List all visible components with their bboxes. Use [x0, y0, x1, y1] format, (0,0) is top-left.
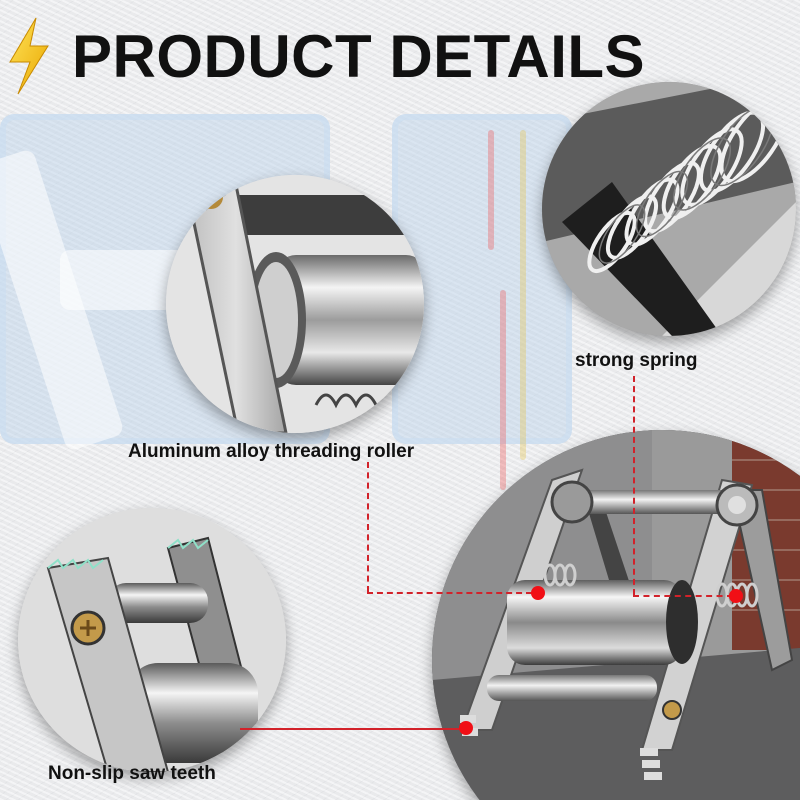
feature-label-spring: strong spring	[575, 350, 698, 371]
feature-label-roller: Aluminum alloy threading roller	[128, 441, 415, 462]
page-header: PRODUCT DETAILS	[4, 16, 645, 96]
connector-teeth-horizontal	[240, 728, 462, 730]
roller-marker-dot	[531, 586, 545, 600]
assembled-tool-image	[432, 430, 800, 800]
feature-label-teeth: Non-slip saw teeth	[48, 763, 216, 784]
background-wire-red-2	[500, 290, 506, 490]
saw-teeth-closeup-image	[18, 508, 286, 772]
teeth-marker-dot	[459, 721, 473, 735]
connector-spring-horizontal	[633, 595, 733, 597]
connector-roller-vertical	[367, 462, 369, 592]
spring-marker-dot	[729, 589, 743, 603]
page-title: PRODUCT DETAILS	[72, 22, 646, 90]
connector-spring-vertical	[633, 376, 635, 595]
connector-roller-horizontal	[367, 592, 532, 594]
spring-closeup-image	[542, 82, 796, 336]
roller-closeup-image	[166, 175, 424, 433]
lightning-bolt-icon	[9, 17, 49, 95]
background-wire-red	[488, 130, 494, 250]
background-wire-yellow	[520, 130, 526, 460]
